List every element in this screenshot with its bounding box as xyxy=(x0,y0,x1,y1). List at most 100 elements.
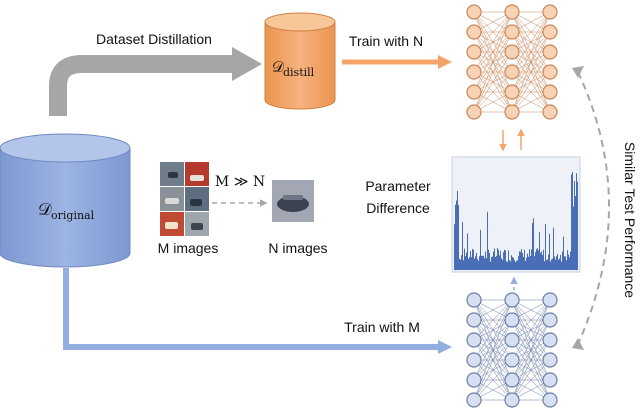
distilled-network-edge xyxy=(473,31,513,113)
distilled-network-edge xyxy=(473,71,513,113)
histogram-bar xyxy=(563,236,564,270)
histogram-bar xyxy=(558,259,559,270)
distilled-network-node xyxy=(542,84,558,100)
histogram-bar xyxy=(508,250,509,270)
original-network-node xyxy=(542,292,558,308)
histogram-bar xyxy=(489,253,490,270)
histogram-bar xyxy=(549,233,550,270)
histogram-bar xyxy=(522,253,523,270)
histogram-bar xyxy=(569,257,570,270)
histogram-bar xyxy=(534,256,535,270)
histogram-bar xyxy=(510,261,511,270)
histogram-bar xyxy=(505,250,506,270)
histogram-bar xyxy=(517,260,518,270)
distilled-network-node xyxy=(542,104,558,120)
original-network-node xyxy=(542,392,558,408)
distilled-network-node xyxy=(542,24,558,40)
original-network-edge xyxy=(473,299,513,361)
histogram-bar xyxy=(555,259,556,270)
original-network-node xyxy=(504,392,520,408)
histogram-bar xyxy=(551,259,552,270)
histogram-bar xyxy=(466,252,467,270)
histogram-bar xyxy=(516,260,517,270)
dataset-distillation-label: Dataset Distillation xyxy=(96,31,212,47)
dashed-arrowhead-bottom xyxy=(572,338,584,350)
histogram-bar xyxy=(570,251,571,270)
histogram-bar xyxy=(495,256,496,270)
parameter-difference-label-line1: Parameter xyxy=(365,178,431,194)
parameter-difference-histogram xyxy=(451,156,581,273)
histogram-bar xyxy=(529,249,530,270)
distilled-network-node xyxy=(466,64,482,80)
original-network-edge xyxy=(511,339,551,401)
histogram-bar xyxy=(539,232,540,270)
original-network-node xyxy=(466,332,482,348)
histogram-bar xyxy=(557,254,558,270)
histogram-bar xyxy=(572,172,573,270)
histogram-bar xyxy=(546,259,547,270)
original-network-edge xyxy=(511,299,551,361)
histogram-bar xyxy=(482,255,483,270)
histogram-bar xyxy=(512,257,513,270)
histogram-bar xyxy=(577,181,578,270)
histogram-bar xyxy=(476,252,477,270)
original-dataset-cylinder xyxy=(0,133,131,268)
original-network-node xyxy=(542,332,558,348)
distilled-network-edge xyxy=(511,51,551,113)
histogram-bar xyxy=(481,255,482,270)
network-trained-on-distilled xyxy=(466,4,558,120)
histogram-bar xyxy=(530,256,531,270)
histogram-bar xyxy=(486,258,487,270)
distilled-network-edge xyxy=(511,11,551,93)
distilled-network-edge xyxy=(511,11,551,53)
original-network-node xyxy=(466,352,482,368)
histogram-bar xyxy=(467,233,468,270)
histogram-bar xyxy=(513,257,514,270)
histogram-bar xyxy=(535,252,536,270)
histogram-bar xyxy=(571,174,572,270)
histogram-bar xyxy=(526,257,527,270)
network-trained-on-original xyxy=(466,292,558,408)
original-network-node xyxy=(504,352,520,368)
distilled-network-node xyxy=(504,84,520,100)
d-distill-subscript: distill xyxy=(283,66,315,79)
n-images-thumbnail xyxy=(272,180,314,222)
histogram-bar xyxy=(468,258,469,270)
histogram-bar xyxy=(478,260,479,270)
original-network-node xyxy=(504,372,520,388)
original-network-node xyxy=(542,372,558,388)
distilled-network-edge xyxy=(511,71,551,113)
d-distill-symbol: 𝒟 xyxy=(272,58,284,76)
histogram-bar xyxy=(518,256,519,270)
train-with-m-label: Train with M xyxy=(344,319,420,335)
histogram-bar xyxy=(562,251,563,270)
histogram-bar xyxy=(567,250,568,270)
histogram-bar xyxy=(462,222,463,270)
distilled-network-node xyxy=(504,44,520,60)
histogram-bar xyxy=(532,223,533,270)
train-with-n-label: Train with N xyxy=(349,33,423,49)
train-with-m-arrow xyxy=(63,268,452,354)
histogram-bar xyxy=(460,259,461,270)
distilled-network-node xyxy=(466,84,482,100)
original-network-node xyxy=(466,292,482,308)
histogram-bar xyxy=(553,227,554,270)
histogram-bar xyxy=(490,261,491,270)
histogram-bar xyxy=(561,261,562,270)
m-images-label: M images xyxy=(158,240,219,256)
original-network-edge xyxy=(511,319,551,401)
original-network-edge xyxy=(473,299,513,341)
histogram-bar xyxy=(576,173,577,270)
histogram-bar xyxy=(503,252,504,270)
histogram-bar xyxy=(472,249,473,270)
histogram-bar xyxy=(487,211,488,270)
histogram-bar xyxy=(480,229,481,270)
histogram-bar xyxy=(457,190,458,270)
similar-performance-dashed-arrow xyxy=(577,71,610,345)
d-original-symbol: 𝒟 xyxy=(38,200,52,220)
distilled-network-node xyxy=(504,4,520,20)
histogram-bar xyxy=(507,261,508,270)
original-network-edge xyxy=(473,299,513,381)
similar-test-performance-label: Similar Test Performance xyxy=(622,142,638,298)
histogram-bar xyxy=(502,259,503,270)
